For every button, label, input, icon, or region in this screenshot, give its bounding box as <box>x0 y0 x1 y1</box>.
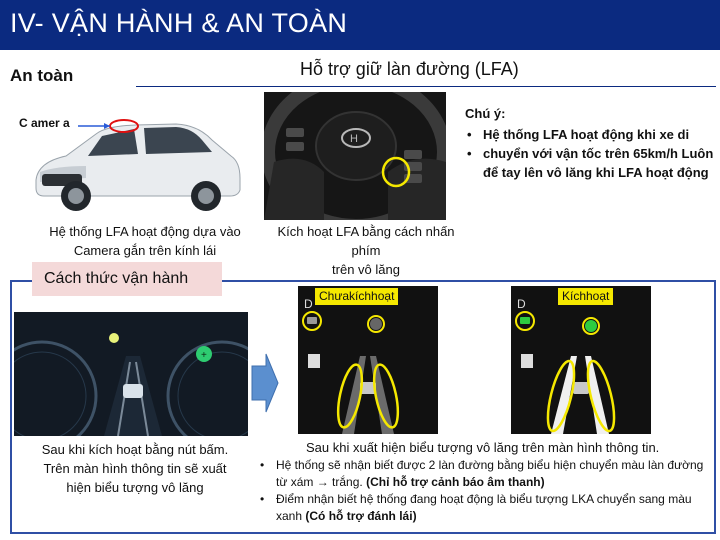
svg-text:D: D <box>517 297 526 311</box>
note-title: Chú ý: <box>465 106 506 121</box>
car-photo <box>35 119 241 211</box>
section-label: An toàn <box>10 66 74 85</box>
operation-header-bg <box>32 262 222 296</box>
screen-caption: Sau khi xuất hiện biểu tượng vô lăng trê… <box>306 440 660 455</box>
not-activated-label: Chưakíchhoạt <box>315 288 399 305</box>
car-caption-line: Camera gắn trên kính lái <box>73 243 217 258</box>
cluster-caption-line: Sau khi kích hoạt bằng nút bấm. <box>41 442 229 457</box>
title-bar <box>0 0 720 50</box>
camera-label: C amer a <box>19 116 70 130</box>
instrument-cluster-photo: + <box>14 312 248 436</box>
activated-label: Kíchhoạt <box>558 288 614 305</box>
bullet-bold: (Chỉ hỗ trợ cảnh báo âm thanh) <box>366 475 545 489</box>
operation-bullets: Hệ thống sẽ nhận biết được 2 làn đường b… <box>258 457 718 525</box>
lfa-on-screen: D <box>511 286 651 434</box>
cluster-caption-line: Trên màn hình thông tin sẽ xuất <box>43 461 227 476</box>
svg-text:+: + <box>201 350 207 361</box>
svg-text:D: D <box>304 297 313 311</box>
bullet-bold: (Có hỗ trợ đánh lái) <box>305 509 417 523</box>
wheel-caption-line: trên vô lăng <box>332 262 400 277</box>
note-item: chuyển với vận tốc trên 65km/h Luôn để t… <box>465 144 717 182</box>
note-item: Hệ thống LFA hoạt động khi xe di <box>465 125 717 144</box>
heading-divider <box>136 86 716 87</box>
note-list: Hệ thống LFA hoạt động khi xe di chuyển … <box>465 125 717 182</box>
feature-heading: Hỗ trợ giữ làn đường (LFA) <box>300 59 519 79</box>
page-title: IV- VẬN HÀNH & AN TOÀN <box>10 8 348 38</box>
wheel-caption-line: Kích hoạt LFA bằng cách nhấn phím <box>277 224 455 258</box>
operation-header: Cách thức vận hành <box>44 270 189 287</box>
steering-wheel-photo: H <box>264 92 446 220</box>
cluster-caption-line: hiện biểu tượng vô lăng <box>66 480 204 495</box>
bullet-text: Hệ thống sẽ nhận biết được 2 làn đường b… <box>276 458 704 489</box>
svg-text:H: H <box>350 133 358 145</box>
wheel-caption: Kích hoạt LFA bằng cách nhấn phím trên v… <box>266 222 466 279</box>
flow-arrow-icon <box>251 353 279 413</box>
car-caption: Hệ thống LFA hoạt động dựa vào Camera gắ… <box>22 222 268 260</box>
operation-box <box>10 280 716 534</box>
bullet-text: Điểm nhận biết hệ thống đang hoạt động l… <box>276 492 692 523</box>
car-caption-line: Hệ thống LFA hoạt động dựa vào <box>49 224 241 239</box>
cluster-caption: Sau khi kích hoạt bằng nút bấm. Trên màn… <box>20 440 250 497</box>
operation-bullet: Điểm nhận biết hệ thống đang hoạt động l… <box>258 491 718 525</box>
operation-bullet: Hệ thống sẽ nhận biết được 2 làn đường b… <box>258 457 718 491</box>
lfa-button-highlight <box>381 156 411 188</box>
lfa-off-screen: D <box>298 286 438 434</box>
